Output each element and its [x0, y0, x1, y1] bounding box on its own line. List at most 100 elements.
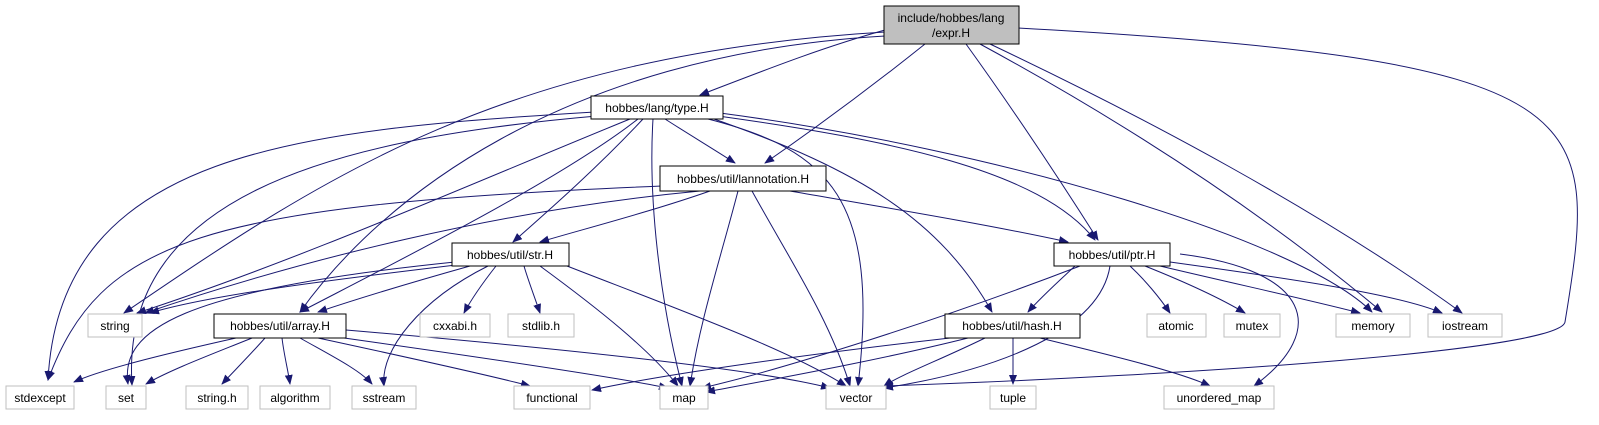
- edge-ptr-to-unordered-map: [1179, 253, 1299, 387]
- edge-str-to-array: [317, 265, 471, 313]
- node-root-box: [883, 5, 1020, 45]
- node-atomic-box: [1146, 313, 1207, 338]
- edge-lannotation-to-vector: [751, 190, 852, 387]
- edge-ptr-to-hash: [1027, 265, 1076, 313]
- edge-array-to-map: [329, 335, 669, 391]
- edge-root-to-ptr: [965, 43, 1099, 241]
- node-stdexcept[interactable]: stdexcept: [5, 385, 75, 410]
- node-root-label-line2: /expr.H: [932, 26, 970, 40]
- node-set-box: [105, 385, 147, 410]
- edge-lannotation-to-map: [687, 190, 739, 387]
- edge-root-to-string: [123, 31, 886, 314]
- node-atomic[interactable]: atomic: [1146, 313, 1207, 338]
- edge-root-to-iostream: [989, 43, 1463, 314]
- edge-type-to-stdexcept: [44, 111, 596, 381]
- node-stdlib-h-box: [507, 313, 575, 338]
- node-functional-label: functional: [526, 391, 577, 405]
- edge-type-to-str: [512, 118, 644, 243]
- edge-type-to-hash: [713, 118, 993, 313]
- edge-root-to-array: [299, 35, 886, 313]
- node-lannotation-h-box: [659, 165, 827, 192]
- node-iostream-label: iostream: [1442, 319, 1488, 333]
- edge-hash-to-map: [705, 337, 969, 395]
- edge-ptr-to-vector: [883, 265, 1111, 391]
- node-root[interactable]: include/hobbes/lang /expr.H: [883, 5, 1020, 45]
- node-type-h-box: [590, 95, 724, 120]
- node-stdexcept-box: [5, 385, 75, 410]
- edge-str-to-stdlib: [523, 265, 541, 314]
- node-lannotation-h[interactable]: hobbes/util/lannotation.H: [659, 165, 827, 192]
- edge-array-to-sstream: [299, 337, 373, 385]
- node-string-h[interactable]: string.h: [185, 385, 249, 410]
- edge-ptr-to-mutex: [1144, 265, 1246, 314]
- node-set[interactable]: set: [105, 385, 147, 410]
- node-cxxabi-h-box: [419, 313, 491, 338]
- node-hash-h[interactable]: hobbes/util/hash.H: [944, 313, 1081, 339]
- edge-root-to-memory: [979, 43, 1383, 313]
- node-tuple[interactable]: tuple: [989, 385, 1037, 410]
- node-cxxabi-h[interactable]: cxxabi.h: [419, 313, 491, 338]
- node-array-h[interactable]: hobbes/util/array.H: [213, 313, 347, 339]
- node-mutex[interactable]: mutex: [1223, 313, 1281, 338]
- edge-hash-to-functional: [591, 337, 951, 392]
- edge-type-to-string: [136, 118, 631, 315]
- node-iostream[interactable]: iostream: [1427, 313, 1503, 338]
- edge-str-to-map: [539, 265, 679, 387]
- edge-lannotation-to-ptr: [789, 190, 1069, 244]
- node-str-h[interactable]: hobbes/util/str.H: [451, 242, 570, 267]
- node-string-box: [87, 313, 143, 338]
- node-array-h-box: [213, 313, 347, 339]
- node-hash-h-label: hobbes/util/hash.H: [962, 319, 1061, 333]
- node-map[interactable]: map: [659, 385, 709, 410]
- edge-root-to-lannotation: [764, 43, 926, 164]
- node-string[interactable]: string: [87, 313, 143, 338]
- edge-type-to-map: [651, 118, 684, 387]
- edge-array-to-stdexcept: [73, 337, 237, 383]
- node-set-label: set: [118, 391, 135, 405]
- edge-ptr-to-iostream: [1169, 261, 1443, 314]
- node-array-h-label: hobbes/util/array.H: [230, 319, 330, 333]
- node-functional-box: [513, 385, 591, 410]
- node-ptr-h-label: hobbes/util/ptr.H: [1069, 248, 1156, 262]
- edge-str-to-set: [122, 261, 456, 385]
- edge-str-to-string: [149, 264, 457, 315]
- node-stdlib-h-label: stdlib.h: [522, 319, 560, 333]
- node-algorithm-label: algorithm: [270, 391, 319, 405]
- edge-hash-to-unordered-map: [1039, 337, 1211, 387]
- edge-type-to-array: [299, 118, 639, 313]
- node-mutex-label: mutex: [1236, 319, 1269, 333]
- edge-array-to-functional: [317, 337, 531, 388]
- edge-array-to-algorithm: [281, 337, 293, 385]
- node-str-h-label: hobbes/util/str.H: [467, 248, 553, 262]
- edge-lannotation-to-string: [144, 190, 701, 314]
- edge-ptr-to-memory: [1159, 265, 1361, 315]
- edge-hash-to-vector: [883, 337, 986, 387]
- edge-root-to-vector: [883, 27, 1578, 390]
- node-type-h[interactable]: hobbes/lang/type.H: [590, 95, 724, 120]
- node-functional[interactable]: functional: [513, 385, 591, 410]
- node-stdlib-h[interactable]: stdlib.h: [507, 313, 575, 338]
- node-string-h-label: string.h: [197, 391, 236, 405]
- node-iostream-box: [1427, 313, 1503, 338]
- node-memory-label: memory: [1351, 319, 1394, 333]
- edge-array-to-set: [145, 337, 253, 385]
- node-string-label: string: [100, 319, 129, 333]
- node-vector[interactable]: vector: [825, 385, 887, 410]
- node-sstream[interactable]: sstream: [351, 385, 417, 410]
- node-algorithm[interactable]: algorithm: [259, 385, 331, 410]
- node-unordered-map[interactable]: unordered_map: [1163, 385, 1275, 410]
- edge-lannotation-to-stdexcept: [47, 185, 663, 381]
- node-stdexcept-label: stdexcept: [14, 391, 66, 405]
- node-hash-h-box: [944, 313, 1081, 339]
- node-unordered-map-label: unordered_map: [1177, 391, 1262, 405]
- node-vector-box: [825, 385, 887, 410]
- node-ptr-h[interactable]: hobbes/util/ptr.H: [1053, 242, 1171, 267]
- edge-ptr-to-map: [701, 265, 1081, 390]
- node-memory[interactable]: memory: [1335, 313, 1411, 338]
- node-tuple-label: tuple: [1000, 391, 1026, 405]
- node-memory-box: [1335, 313, 1411, 338]
- edge-str-to-sstream: [379, 265, 489, 387]
- node-type-h-label: hobbes/lang/type.H: [605, 101, 708, 115]
- node-unordered-map-box: [1163, 385, 1275, 410]
